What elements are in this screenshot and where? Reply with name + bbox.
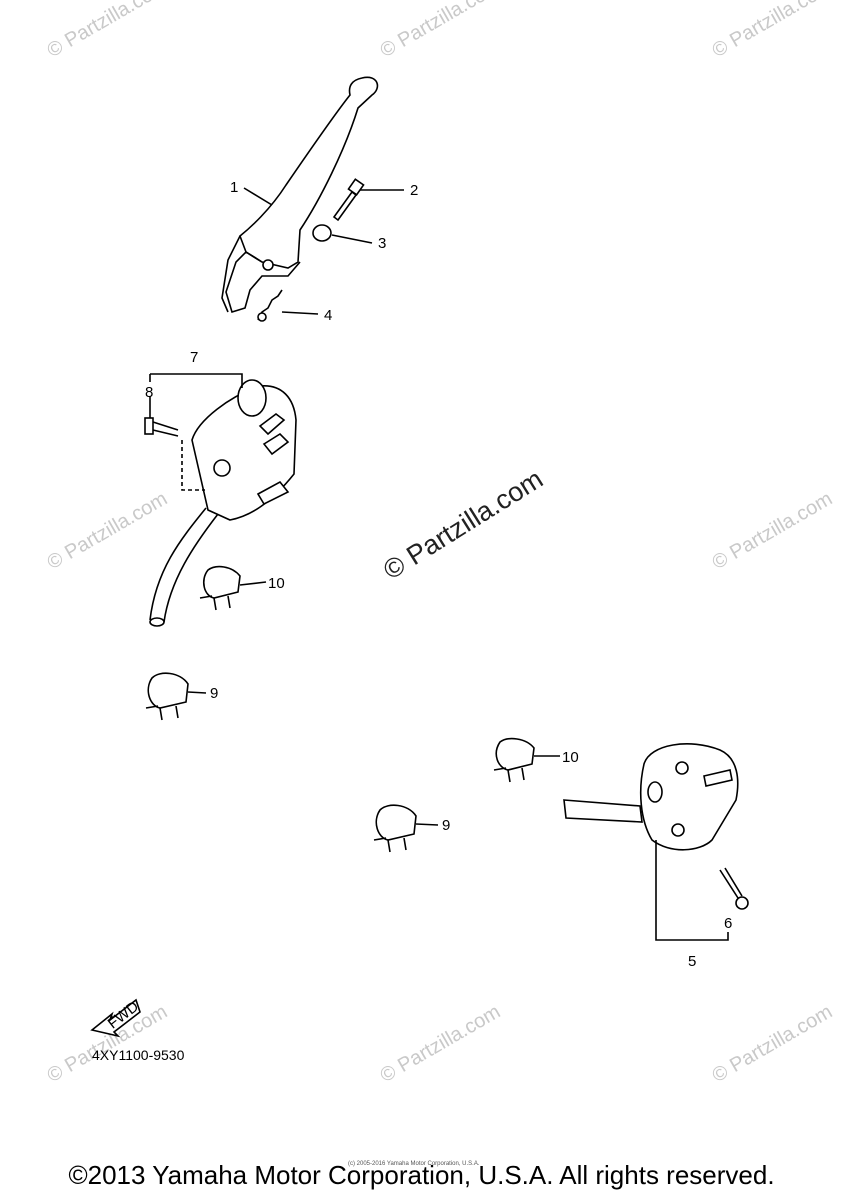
tiny-copyright: (c) 2005-2016 Yamaha Motor Corporation, …	[348, 1161, 480, 1167]
clamp-9-right	[373, 804, 417, 853]
callout-3: 3	[378, 235, 386, 252]
lever-nut	[312, 224, 332, 242]
switch-screw	[144, 417, 179, 437]
clamp-10-left	[199, 565, 241, 611]
lever-spring	[257, 289, 283, 322]
callout-9-right: 9	[442, 817, 450, 834]
callout-5: 5	[688, 953, 696, 970]
right-switch-assembly	[563, 743, 739, 851]
leader-lines	[149, 187, 560, 826]
bracket-5	[655, 840, 729, 941]
callout-7: 7	[190, 349, 198, 366]
bracket-7	[149, 373, 243, 491]
callout-4: 4	[324, 307, 332, 324]
diagram-code: 4XY1100-9530	[92, 1047, 185, 1063]
fwd-arrow-icon: FWD	[90, 998, 142, 1038]
callout-10-right: 10	[562, 749, 579, 766]
right-switch-screw	[719, 867, 749, 910]
callout-2: 2	[410, 182, 418, 199]
clamp-10-right	[493, 737, 535, 783]
callout-10-left: 10	[268, 575, 285, 592]
left-switch-assembly	[149, 379, 297, 627]
callout-1: 1	[230, 179, 238, 196]
clamp-9-left	[145, 672, 189, 721]
callout-6: 6	[724, 915, 732, 932]
lever-bolt	[332, 178, 365, 222]
callout-9-left: 9	[210, 685, 218, 702]
copyright-notice: ©2013 Yamaha Motor Corporation, U.S.A. A…	[68, 1160, 775, 1190]
brake-lever	[221, 76, 379, 314]
callout-8: 8	[145, 384, 153, 401]
